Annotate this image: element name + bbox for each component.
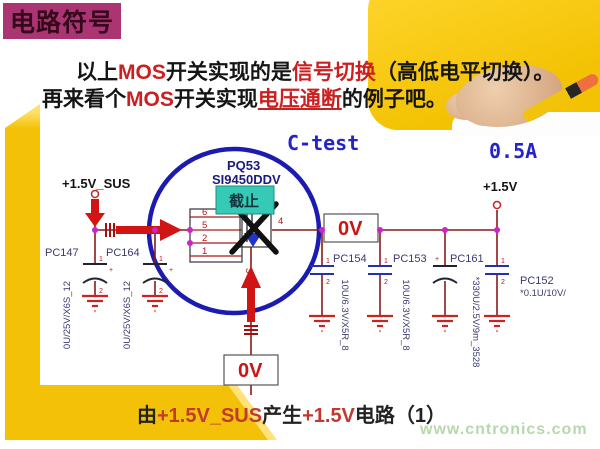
intro-line-1: 以上MOS开关实现的是信号切换（高低电平切换）。 — [76, 56, 554, 86]
cap-refdes: PC152 — [520, 275, 554, 287]
pin-1-label: 1 — [202, 246, 207, 257]
cap-value: 10U/6.3V/X5R_8 — [339, 279, 350, 350]
intro-text: 的例子吧。 — [341, 88, 447, 111]
cap-value: 10U/6.3V/X5R_8 — [400, 279, 411, 350]
ground-icon — [432, 314, 458, 333]
cap-refdes: PC161 — [450, 253, 484, 265]
ground-icon — [309, 314, 335, 333]
caption-text: 由 — [137, 405, 157, 427]
cap-value: *330U/2.5V/9m_3528 — [470, 277, 481, 368]
capacitor-pc152: 1 2 PC152 *0.1U/10V/ — [485, 258, 566, 299]
input-arrow-down — [85, 199, 105, 227]
slide-title-label: 电路符号 — [9, 10, 114, 37]
capacitor-pc153: 1 2 PC153 10U/6.3V/X5R_8 — [368, 253, 427, 351]
cap-plus: + — [435, 256, 439, 263]
intro-text: 开关实现的是 — [165, 61, 292, 84]
mosfet-partnumber: SI9450DDV — [212, 172, 281, 187]
caption-net-1v5: +1.5V — [302, 405, 355, 427]
capacitor-pc161: + PC161 *330U/2.5V/9m_3528 — [432, 253, 484, 368]
watermark: www.cntronics.com — [420, 421, 588, 438]
cap-pin: 1 — [384, 258, 388, 265]
cap-pin: 2 — [326, 279, 330, 286]
cap-pin: 2 — [501, 279, 505, 286]
net-out-terminal — [492, 200, 502, 210]
net-in-terminal — [90, 189, 100, 199]
flow-arrow-up — [241, 266, 261, 335]
caption-text: 电路（1） — [354, 405, 447, 427]
cap-plus: + — [169, 267, 173, 274]
cap-pin: 2 — [159, 288, 163, 295]
intro-text: 再来看个 — [42, 88, 126, 111]
intro-text-signal-switch: 信号切换 — [291, 61, 376, 84]
intro-line-2: 再来看个MOS开关实现电压通断的例子吧。 — [42, 83, 447, 113]
cap-pin: 1 — [326, 258, 330, 265]
capacitor-pc154: 1 2 PC154 10U/6.3V/X5R_8 — [310, 253, 367, 351]
mosfet-refdes: PQ53 — [227, 158, 260, 173]
cap-pin: 1 — [99, 256, 103, 263]
cap-plus: + — [109, 267, 113, 274]
cap-pin: 2 — [384, 279, 388, 286]
zero-volt-box-gate: 0V — [223, 354, 279, 386]
intro-text: 以上 — [76, 61, 118, 84]
c-test-label: C-test — [287, 131, 359, 155]
cap-pin: 1 — [501, 258, 505, 265]
state-tag-label: 截止 — [229, 192, 259, 210]
yellow-left-band — [5, 104, 40, 440]
pin-6-label: 6 — [202, 207, 207, 218]
pin-5-label: 5 — [202, 220, 207, 231]
pin-2-label: 2 — [202, 233, 207, 244]
slide-title: 电路符号 — [3, 3, 121, 39]
zero-volt-box-rail: 0V — [323, 213, 379, 243]
caption-text: 产生 — [262, 405, 303, 427]
cap-refdes: PC154 — [333, 253, 367, 265]
yellow-bottom-band — [5, 385, 272, 440]
slide-caption: 由+1.5V_SUS产生+1.5V电路（1） — [137, 399, 446, 428]
capacitor-pc164: 1 2 + PC164 0U/25V/X6S_12 — [106, 247, 173, 349]
intro-text: 开关实现 — [173, 88, 258, 111]
junction-dots — [92, 227, 500, 246]
cap-value: 0U/25V/X6S_12 — [122, 281, 133, 349]
cap-refdes: PC147 — [45, 247, 79, 259]
pin-4-label: 4 — [278, 216, 283, 227]
state-tag-box — [215, 185, 275, 215]
net-in-label: +1.5V_SUS — [62, 176, 131, 191]
cap-pin: 2 — [99, 288, 103, 295]
current-label: 0.5A — [489, 139, 537, 163]
zero-volt-label: 0V — [338, 218, 363, 240]
cap-pin: 1 — [159, 256, 163, 263]
intro-text-voltage-onoff: 电压通断 — [257, 88, 342, 111]
mosfet-pin-wires — [190, 216, 242, 257]
ground-icon — [484, 314, 510, 333]
capacitor-pc147: 1 2 + PC147 0U/25V/X6S_12 — [45, 247, 113, 349]
caption-net-sus: +1.5V_SUS — [157, 405, 263, 427]
zero-volt-label: 0V — [238, 360, 263, 382]
intro-text: （高低电平切换）。 — [375, 61, 555, 84]
pin-3-label: 3 — [243, 268, 254, 273]
ground-icon — [82, 294, 108, 313]
cap-value: *0.1U/10V/ — [520, 288, 566, 299]
cap-refdes: PC164 — [106, 247, 140, 259]
cap-value: 0U/25V/X6S_12 — [62, 281, 73, 349]
intro-text-mos: MOS — [118, 61, 166, 84]
cap-refdes: PC153 — [393, 253, 427, 265]
ground-icon — [367, 314, 393, 333]
ground-symbols — [82, 294, 510, 333]
intro-text-mos: MOS — [126, 88, 174, 111]
ground-icon — [142, 294, 168, 313]
flow-arrow-right — [105, 219, 182, 241]
net-out-label: +1.5V — [483, 179, 518, 194]
